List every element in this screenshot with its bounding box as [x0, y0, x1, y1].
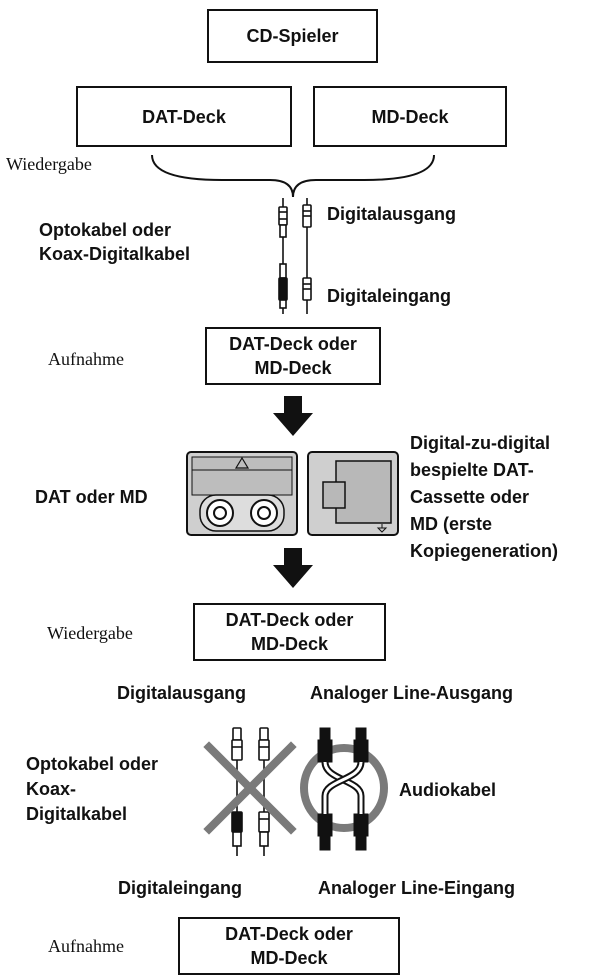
player-line-2: MD-Deck: [250, 634, 329, 654]
bad-cable-line-1: Optokabel oder: [26, 754, 159, 774]
arrow-down-icon: [273, 396, 313, 436]
playback-brace: [151, 154, 435, 198]
media-desc-line-3: Cassette oder: [410, 487, 530, 507]
arrow-down-icon: [273, 548, 313, 588]
digital-out-label-2: Digitalausgang: [117, 683, 247, 703]
media-desc-line-4: MD (erste: [410, 514, 493, 534]
bad-cable-line-2: Koax-: [26, 779, 77, 799]
digital-out-label: Digitalausgang: [327, 204, 457, 224]
recorder-line-1: DAT-Deck oder: [229, 334, 357, 354]
digital-cable-right-icon: [258, 727, 270, 856]
digital-in-label-2: Digitaleingang: [118, 878, 243, 898]
bad-cable-line-3: Digitalkabel: [26, 804, 128, 824]
media-label: DAT oder MD: [35, 487, 148, 507]
recorder-box: DAT-Deck oder MD-Deck: [205, 327, 381, 385]
recorder-line-2: MD-Deck: [254, 358, 332, 378]
bad-cable-label: Optokabel oder Koax- Digitalkabel: [26, 752, 158, 827]
recorder-box-2: DAT-Deck oder MD-Deck: [178, 917, 400, 975]
md-deck-box: MD-Deck: [313, 86, 507, 147]
player-line-1: DAT-Deck oder: [225, 610, 354, 630]
audio-cable-label: Audiokabel: [399, 780, 497, 800]
cable-left-icon: [278, 198, 288, 314]
playback-label-2: Wiedergabe: [47, 623, 133, 643]
cable-type-line-1: Optokabel oder: [39, 220, 172, 240]
record-label: Aufnahme: [48, 349, 124, 369]
recorder-2-line-1: DAT-Deck oder: [225, 924, 353, 944]
record-label-2: Aufnahme: [48, 936, 124, 956]
digital-in-label: Digitaleingang: [327, 286, 452, 306]
media-desc-line-2: bespielte DAT-: [410, 460, 534, 480]
cross-icon: [203, 741, 297, 835]
dat-cassette-icon: [186, 451, 298, 536]
media-desc-line-5: Kopiegeneration): [410, 541, 559, 561]
media-desc-line-1: Digital-zu-digital: [410, 433, 550, 453]
player-box: DAT-Deck oder MD-Deck: [193, 603, 386, 661]
cd-player-box: CD-Spieler: [207, 9, 378, 63]
media-description: Digital-zu-digital bespielte DAT- Casset…: [410, 430, 558, 565]
cable-type-line-2: Koax-Digitalkabel: [39, 244, 191, 264]
recorder-2-line-2: MD-Deck: [250, 948, 328, 968]
minidisc-icon: [307, 451, 399, 536]
digital-cable-left-icon: [231, 727, 243, 856]
audio-cable-icon: [300, 727, 388, 851]
dat-deck-label: DAT-Deck: [142, 106, 226, 127]
md-deck-label: MD-Deck: [371, 106, 449, 127]
cable-type-label: Optokabel oder Koax-Digitalkabel: [39, 218, 190, 266]
dat-deck-box: DAT-Deck: [76, 86, 292, 147]
analog-in-label: Analoger Line-Eingang: [318, 878, 516, 898]
cable-right-icon: [302, 198, 312, 314]
cd-player-label: CD-Spieler: [246, 26, 339, 46]
playback-label: Wiedergabe: [6, 154, 92, 174]
analog-out-label: Analoger Line-Ausgang: [310, 683, 514, 703]
